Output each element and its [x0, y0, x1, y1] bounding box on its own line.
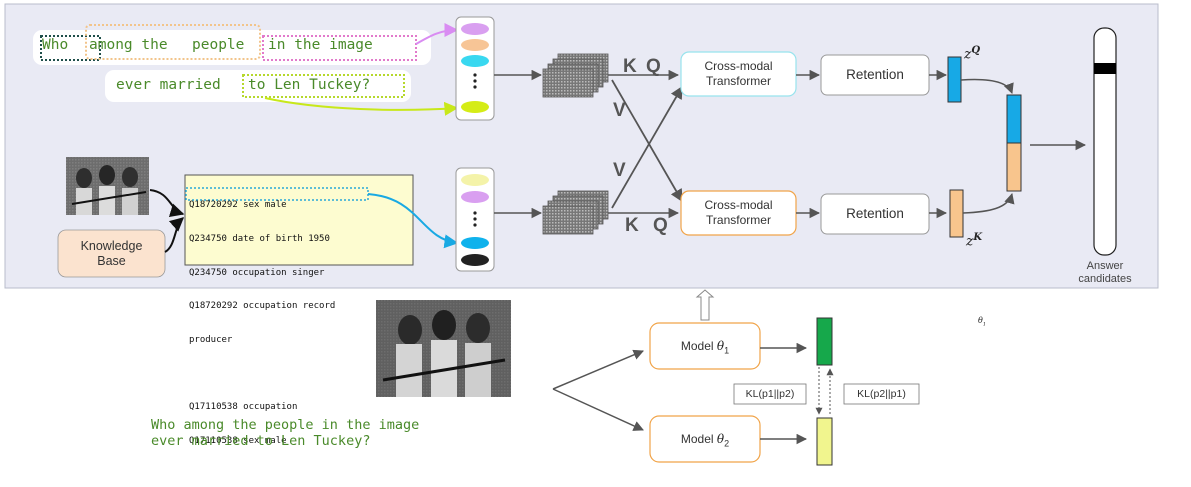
- theta-small-symbol: θ: [978, 316, 983, 325]
- token-blue: [461, 237, 489, 249]
- token-purple-2: [461, 191, 489, 203]
- kb-line: Q18720292 occupation record: [189, 301, 336, 312]
- theta-small-sub: 1: [982, 321, 987, 328]
- answer-candidates-label: Answer candidates: [1078, 260, 1132, 285]
- arrow-v-top-to-bottom: [611, 79, 683, 203]
- token-pale-yellow: [461, 174, 489, 186]
- token-peach: [461, 39, 489, 51]
- kb-line: Q234750 occupation singer: [189, 267, 325, 278]
- kb-line: producer: [189, 334, 233, 345]
- concat-vector-k: [1006, 142, 1022, 192]
- kb-line: Q18720292 sex male: [189, 200, 287, 211]
- question-bottom-line1: Who among the people in the image: [151, 417, 420, 433]
- kb-line: Q17110538 occupation: [189, 402, 298, 413]
- question-line2-bg: [105, 70, 411, 102]
- model2-sub: 2: [724, 438, 730, 449]
- arrow-kb-to-token: [367, 193, 459, 249]
- kl-p2-p1-box: [843, 383, 920, 405]
- model1-prefix: Model: [680, 339, 717, 353]
- concat-vector-q: [1006, 94, 1022, 144]
- question-bottom-line2: ever married to Len Tuckey?: [151, 433, 371, 449]
- cross-modal-transformer-bottom-label: Cross-modal Transformer: [704, 198, 773, 227]
- z-q-sup: Q: [971, 45, 981, 56]
- knowledge-base-label: Knowledge Base: [80, 239, 143, 268]
- question-word-who: Who: [42, 37, 69, 53]
- tensor-stack-icon: [542, 190, 609, 235]
- model2-prefix: Model: [680, 432, 717, 446]
- arrow-to-model1: [552, 349, 644, 390]
- question-words-in-the-image: in the image: [268, 37, 373, 53]
- kb-line: [189, 368, 335, 379]
- arrow-v-bottom-to-top: [611, 85, 683, 209]
- arrow-to-model2: [552, 388, 644, 431]
- label-v-lower: V: [613, 160, 626, 181]
- label-k-top: K: [623, 56, 637, 77]
- label-q-top: Q: [646, 56, 661, 77]
- z-k-label: zK: [966, 232, 982, 250]
- model2-theta: θ: [716, 432, 725, 446]
- retention-bottom: [820, 193, 930, 235]
- answer-selected-mark: [1094, 63, 1116, 74]
- token-cyan: [461, 55, 489, 67]
- highlight-to-len-tuckey: [242, 74, 405, 98]
- token-black: [461, 254, 489, 266]
- model-theta1-label: Model θ1: [650, 339, 760, 358]
- band-photo-image: [66, 157, 149, 215]
- knowledge-base-box: [57, 229, 166, 278]
- z-k-sup: K: [973, 232, 983, 243]
- model1-theta: θ: [716, 339, 725, 353]
- label-v-upper: V: [613, 100, 626, 121]
- kb-line: Q17110538 sex male: [189, 435, 287, 446]
- question-word-people: people: [192, 37, 245, 53]
- kb-triples-box: [184, 174, 414, 266]
- theta-small-label: θ1: [978, 316, 986, 328]
- p1-vector: [816, 317, 833, 366]
- token-lime: [461, 101, 489, 113]
- kl-p1-p2-label: KL(p1||p2): [745, 388, 795, 400]
- p2-vector: [816, 417, 833, 466]
- label-q-bottom: Q: [653, 215, 668, 236]
- label-k-bottom: K: [625, 215, 639, 236]
- z-q-label: zQ: [964, 45, 980, 63]
- highlight-among-the-people: [85, 24, 261, 60]
- model1-sub: 1: [724, 345, 730, 356]
- cross-modal-transformer-top: [680, 51, 797, 97]
- kl-p1-p2-box: [733, 383, 807, 405]
- question-words-to-len-tuckey: to Len Tuckey?: [248, 77, 371, 93]
- highlight-in-the-image: [262, 35, 417, 61]
- retention-top-label: Retention: [846, 67, 904, 82]
- question-words-ever-married: ever married: [116, 77, 221, 93]
- highlight-who: [40, 35, 101, 61]
- z-q-base: z: [964, 46, 972, 63]
- answer-candidates-bar: [1093, 27, 1117, 256]
- kl-p2-p1-label: KL(p2||p1): [857, 388, 906, 400]
- tensor-stack-icon: [542, 53, 609, 98]
- up-arrow-icon: [695, 289, 715, 321]
- retention-bottom-label: Retention: [846, 206, 904, 221]
- kb-line: Q234750 date of birth 1950: [189, 234, 330, 245]
- cross-modal-transformer-top-label: Cross-modal Transformer: [704, 59, 773, 88]
- kb-triples-text: Q18720292 sex male Q234750 date of birth…: [189, 178, 335, 458]
- z-q-vector: [947, 56, 962, 103]
- z-k-base: z: [966, 233, 974, 250]
- token-purple: [461, 23, 489, 35]
- band-photo-image: [376, 300, 511, 397]
- z-k-vector: [949, 189, 964, 238]
- model-theta1-box: [649, 322, 761, 370]
- model-theta2-label: Model θ2: [650, 432, 760, 451]
- arrow-image-phrase-to-token: [415, 23, 459, 45]
- question-line1-bg: [33, 30, 431, 65]
- arrow-len-tuckey-to-token: [264, 97, 459, 116]
- question-words-among-the: among the: [89, 37, 168, 53]
